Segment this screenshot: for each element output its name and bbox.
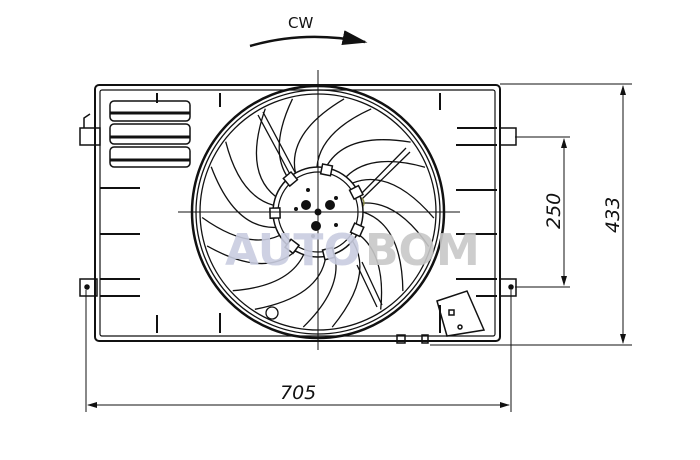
fan-blade xyxy=(293,98,372,174)
width-dimension-label: 705 xyxy=(280,382,316,404)
mount-spacing-dimension-label: 250 xyxy=(543,193,565,229)
watermark-part2: BOM xyxy=(365,225,480,276)
hub-clip xyxy=(282,170,299,188)
watermark: AUTO BOM xyxy=(225,225,480,276)
connector-housing xyxy=(396,290,486,344)
fan-blade xyxy=(325,139,426,178)
centre-lines xyxy=(178,70,460,350)
hub-clip xyxy=(283,238,301,255)
watermark-part1: AUTO xyxy=(225,225,361,276)
fan-blade xyxy=(352,178,435,247)
shroud-frame xyxy=(79,84,517,344)
hub-clip xyxy=(269,207,281,219)
hub-clip xyxy=(348,184,365,201)
rotation-arrow-icon xyxy=(249,30,368,48)
hub-clip xyxy=(319,163,334,177)
fan-blade xyxy=(210,141,276,229)
rotation-label: CW xyxy=(288,14,313,32)
height-dimension-label: 433 xyxy=(602,197,624,233)
fan-blade xyxy=(302,240,361,328)
fan-blade xyxy=(357,211,404,310)
hub-clip xyxy=(321,246,336,261)
vent-slats xyxy=(109,100,191,168)
hub-clip xyxy=(349,222,365,238)
fan-blade xyxy=(232,254,327,310)
fan-blade xyxy=(201,216,296,265)
dimension-lines xyxy=(85,83,632,412)
rotation-direction-indicator: CW xyxy=(249,14,368,48)
